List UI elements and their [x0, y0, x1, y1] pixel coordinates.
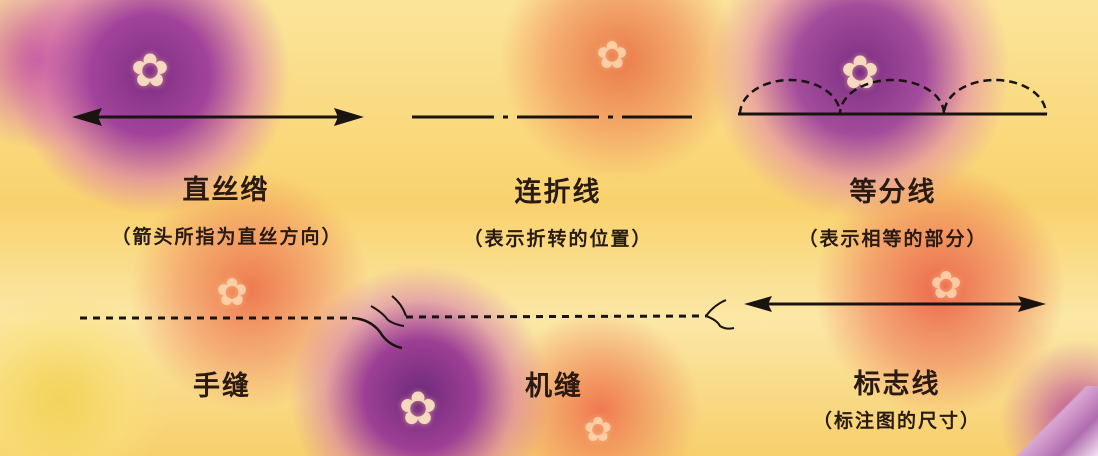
flower-icon: ✿	[596, 33, 628, 77]
page-curl-corner	[1008, 386, 1098, 456]
straight-grain-symbol	[72, 108, 364, 126]
hand-sewing-symbol	[80, 295, 407, 350]
straight-grain-label: 直丝绺	[182, 175, 270, 206]
flower-icon: ✿	[930, 263, 962, 307]
flower-icon: ✿	[583, 410, 613, 450]
flower-icon: ✿	[398, 381, 438, 435]
hand-sewing-label: 手缝	[193, 371, 251, 402]
equal-division-note: （表示相等的部分）	[798, 228, 988, 250]
flower-icon: ✿	[130, 43, 170, 97]
flower-icon: ✿	[840, 45, 880, 99]
thread-knot-icon	[705, 299, 727, 317]
fold-line-label: 连折线	[514, 177, 602, 208]
marking-line-label: 标志线	[853, 369, 941, 400]
equal-division-symbol	[738, 78, 1048, 116]
machine-sewing-symbol	[405, 299, 735, 330]
straight-grain-note: （箭头所指为直丝方向）	[111, 226, 343, 248]
equal-division-label: 等分线	[849, 177, 937, 208]
marking-line-note: （标注图的尺寸）	[812, 410, 982, 432]
marking-line-symbol	[744, 296, 1046, 312]
machine-sewing-label: 机缝	[525, 371, 583, 402]
fold-line-note: （表示折转的位置）	[463, 228, 653, 250]
thread-knot-icon	[351, 316, 403, 350]
double-arrow-icon	[72, 108, 102, 126]
double-arrow-icon	[744, 296, 772, 312]
flower-icon: ✿	[216, 270, 248, 314]
dashed-arc-icon	[738, 78, 1048, 115]
